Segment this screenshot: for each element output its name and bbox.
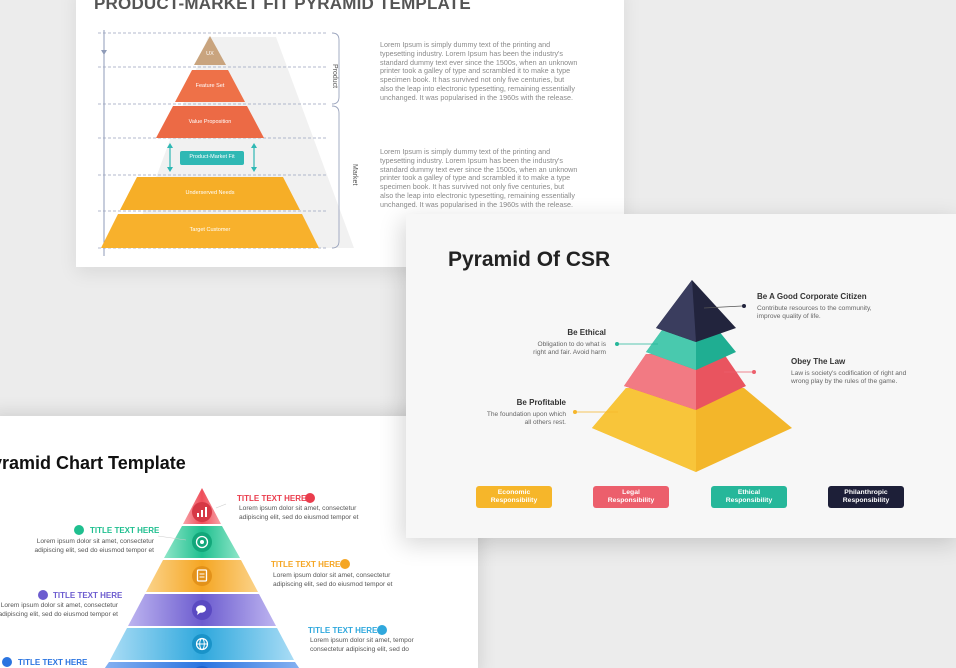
pmf-pyramid [98,30,354,256]
tier-6 [104,662,300,668]
clipboard-icon [192,566,212,586]
item-1-desc: Lorem ipsum dolor sit amet, consectetur … [239,505,359,521]
item-5-heading: TITLE TEXT HERE [308,626,378,635]
layer-label-underserved-needs: Underserved Needs [185,190,235,196]
item-2-heading: TITLE TEXT HERE [90,526,160,535]
group-label-market: Market [351,164,358,186]
label-profitable-heading: Be Profitable [516,398,566,407]
item-3-desc: Lorem ipsum dolor sit amet, consectetur … [273,572,393,588]
layer-label-target-customer: Target Customer [189,227,231,233]
label-ethical-desc: Obligation to do what is right and fair.… [533,341,606,357]
fit-box [180,151,244,165]
item-1-dot [305,493,315,503]
page-title: yramid Chart Template [0,453,186,473]
legal-responsibility-button[interactable]: Legal Responsibility [593,486,669,508]
label-profitable-desc: The foundation upon which all others res… [486,411,566,427]
page-title: Pyramid Of CSR [448,248,611,271]
layer-label-ux: UX [206,51,214,57]
layer-feature-set [175,70,245,102]
chat-icon [192,600,212,620]
chart-icon [192,502,212,522]
layer-value-proposition [156,106,264,138]
philanthropic-responsibility-button[interactable]: Philanthropic Responsibility [828,486,904,508]
layer-label-feature-set: Feature Set [195,83,225,89]
item-2-desc: Lorem ipsum dolor sit amet, consectetur … [34,538,155,554]
page-title: PRODUCT-MARKET FIT PYRAMID TEMPLATE [94,0,471,13]
layer-label-product-market-fit: Product-Market Fit [189,154,235,160]
item-6-heading: TITLE TEXT HERE [18,658,88,667]
csr-pyramid [573,280,792,472]
axis-arrow [101,50,107,55]
item-1-heading: TITLE TEXT HERE [237,494,307,503]
item-3-heading: TITLE TEXT HERE [271,560,341,569]
item-4-heading: TITLE TEXT HERE [53,591,123,600]
label-corporate-citizen-heading: Be A Good Corporate Citizen [757,292,867,301]
item-6-dot [2,657,12,667]
layer-underserved-needs [120,177,300,210]
item-4-desc: Lorem ipsum dolor sit amet, consectetur … [0,602,118,618]
label-ethical-heading: Be Ethical [567,328,606,337]
item-4-dot [38,590,48,600]
item-5-dot [377,625,387,635]
label-law-heading: Obey The Law [791,357,846,366]
target-icon [192,532,212,552]
paragraph-product: Lorem Ipsum is simply dummy text of the … [380,40,578,102]
label-law-desc: Law is society's codification of right a… [791,370,907,386]
paragraph-market: Lorem Ipsum is simply dummy text of the … [380,147,578,209]
economic-responsibility-button[interactable]: Economic Responsibility [476,486,552,508]
layer-target-customer [101,214,319,248]
item-2-dot [74,525,84,535]
slide-pyramid-of-csr[interactable]: Pyramid Of CSR Be A Good Corporate Citiz… [406,214,956,538]
item-5-desc: Lorem ipsum dolor sit amet, tempor conse… [310,637,414,653]
layer-ux [194,36,226,65]
colorful-pyramid [104,488,300,668]
label-corporate-citizen-desc: Contribute resources to the community, i… [757,305,872,321]
ethical-responsibility-button[interactable]: Ethical Responsibility [711,486,787,508]
layer-label-value-proposition: Value Proposition [188,119,232,125]
item-3-dot [340,559,350,569]
slide-pyramid-chart-template[interactable]: yramid Chart Template [0,416,478,668]
globe-icon [192,634,212,654]
slide-product-market-fit[interactable]: PRODUCT-MARKET FIT PYRAMID TEMPLATE [76,0,624,267]
group-label-product: Product [331,64,338,89]
